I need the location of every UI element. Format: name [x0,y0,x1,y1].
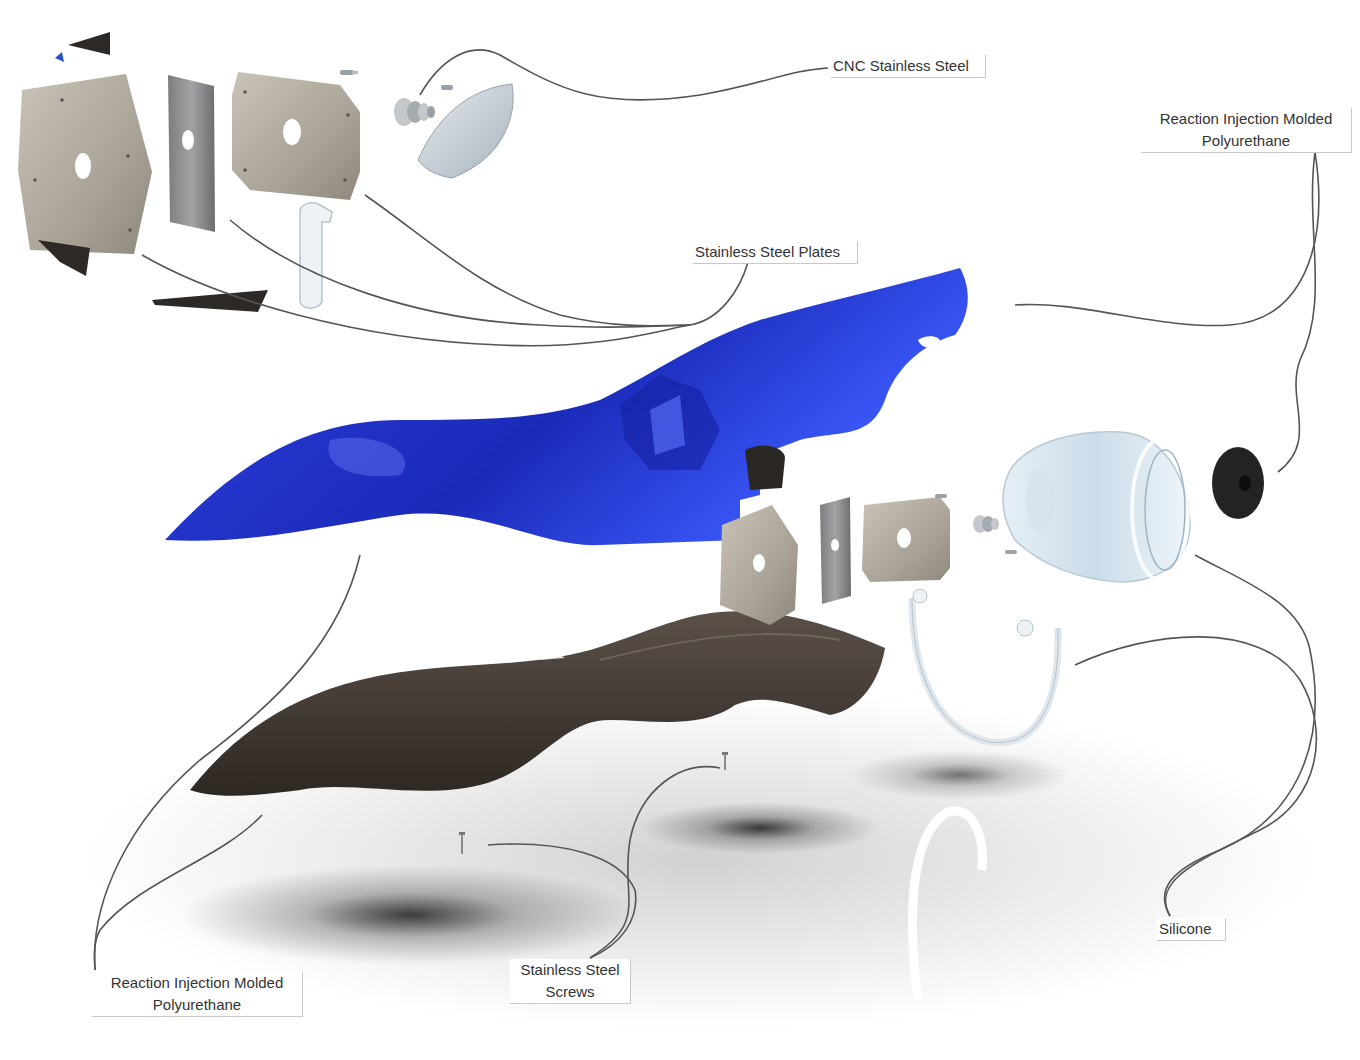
part-label: Stainless Steel Screws [510,959,631,1004]
part-label: Reaction Injection Molded Polyurethane [92,972,303,1017]
steel-plate [820,497,851,604]
steel-plate [168,75,215,232]
leader-line [94,50,1318,970]
screw [459,752,728,854]
cnc-cap [418,84,513,178]
silicone-cup [1003,432,1190,582]
dark-base [190,611,885,796]
steel-plate [232,72,360,200]
part-label: CNC Stainless Steel [831,55,986,78]
reflection [912,811,982,1000]
clip [300,203,332,308]
plate-hole [75,153,91,179]
part-label: Stainless Steel Plates [693,241,858,264]
wedge-part [55,52,64,62]
part-label: Reaction Injection Molded Polyurethane [1141,108,1352,153]
knob [394,98,435,126]
steel-plate [862,497,950,582]
silicone-strap [912,598,1058,743]
wedge-part [68,32,110,55]
knob [973,515,999,533]
steel-plate [18,74,152,254]
wedge-part [38,240,90,276]
disc [1212,447,1264,519]
part-label: Silicone [1157,918,1226,941]
steel-plate [720,505,798,625]
tab [745,445,785,490]
